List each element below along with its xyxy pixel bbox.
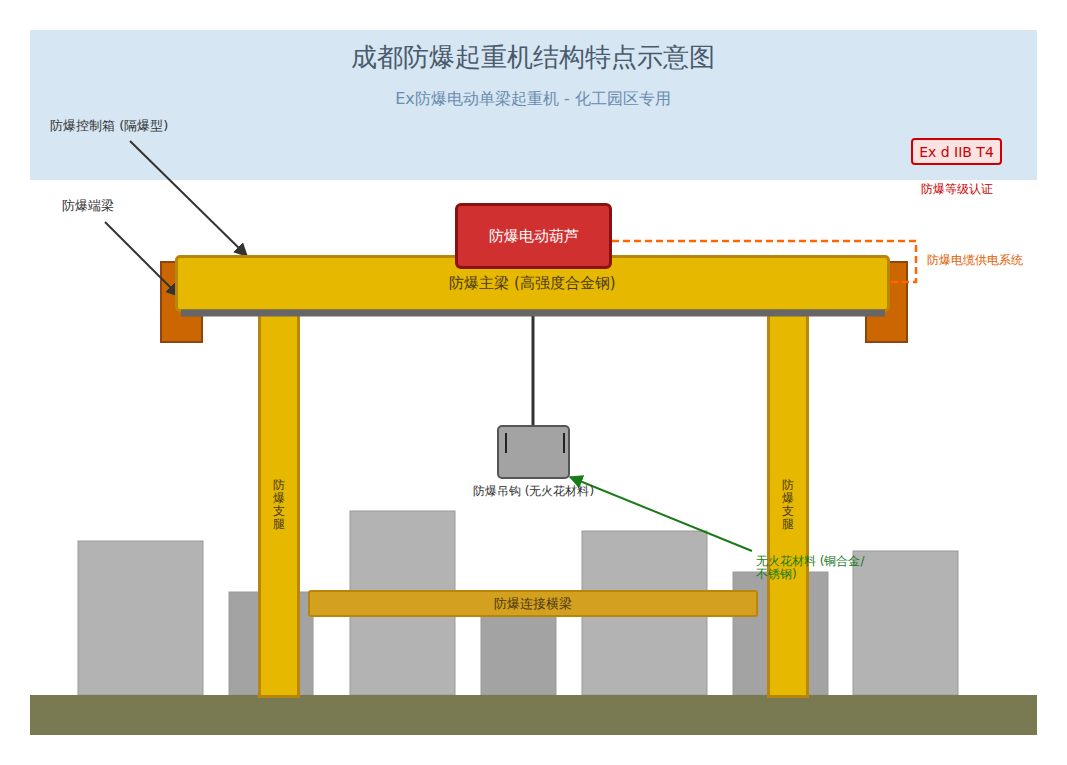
- support-leg: 防爆支腿: [767, 312, 809, 698]
- hook-mark: [505, 433, 507, 453]
- node-label: 防爆主梁 (高强度合金钢): [449, 274, 615, 293]
- hoist-box: 防爆电动葫芦: [455, 203, 612, 269]
- material-label: 无火花材料 (铜合金/不锈钢): [756, 555, 868, 581]
- cert-badge: Ex d IIB T4: [911, 138, 1003, 165]
- leader-arrow: [570, 477, 752, 551]
- hook-box: 防爆吊钩 (无火花材料): [497, 425, 570, 479]
- buildings: [78, 511, 958, 695]
- node-label: 防爆吊钩 (无火花材料): [473, 483, 594, 500]
- cert-label: 防爆等级认证: [921, 181, 993, 198]
- node-label: 防爆支腿: [782, 479, 794, 532]
- subtitle: Ex防爆电动单梁起重机 - 化工园区专用: [395, 89, 671, 110]
- leader-arrow: [130, 141, 247, 256]
- node-label: 防爆连接横梁: [494, 595, 572, 613]
- part-label: 防爆控制箱 (隔爆型): [50, 117, 168, 135]
- part-label: 防爆端梁: [62, 197, 114, 215]
- support-leg: 防爆支腿: [258, 312, 300, 698]
- title: 成都防爆起重机结构特点示意图: [351, 40, 715, 75]
- node-label: 防爆电动葫芦: [489, 227, 579, 246]
- hoist-rope: [532, 313, 535, 426]
- node-label: 防爆支腿: [273, 479, 285, 532]
- cross-beam: 防爆连接横梁: [308, 590, 758, 617]
- hook-mark: [563, 433, 565, 453]
- node-label: Ex d IIB T4: [919, 144, 994, 160]
- leader-arrow: [105, 222, 179, 296]
- header-band: [30, 30, 1037, 180]
- cable-label: 防爆电缆供电系统: [927, 252, 1023, 269]
- ground: [30, 695, 1037, 735]
